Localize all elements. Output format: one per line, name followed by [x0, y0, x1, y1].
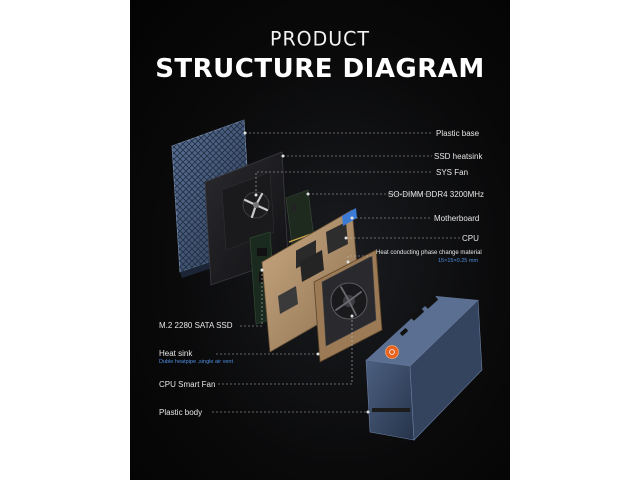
label-ssd-heatsink: SSD heatsink: [434, 152, 483, 161]
right-margin: [510, 0, 640, 480]
label-cpu-smart-fan: CPU Smart Fan: [159, 380, 216, 389]
plastic-body-part: [365, 296, 483, 441]
label-plastic-base: Plastic base: [436, 129, 480, 138]
motherboard-part: [261, 208, 361, 353]
label-cpu: CPU: [462, 234, 479, 243]
title-product: PRODUCT: [269, 27, 371, 51]
cpu-heatsink-fan-part: [313, 249, 383, 363]
sys-fan-part: [242, 191, 270, 219]
so-dimm-part: [285, 189, 315, 247]
label-sys-fan: SYS Fan: [436, 168, 469, 177]
title-structure-diagram: STRUCTURE DIAGRAM: [155, 54, 485, 84]
label-heat-phase-material: Heat conducting phase change material: [376, 250, 482, 256]
label-heat-phase-size: 15×15×0.25 mm: [438, 258, 479, 264]
label-heat-sink-detail: Duble heatpipe ,single air vent: [159, 359, 233, 365]
label-heat-sink: Heat sink: [159, 349, 193, 358]
label-m2-ssd: M.2 2280 SATA SSD: [159, 321, 233, 330]
label-plastic-body: Plastic body: [159, 408, 203, 417]
leader-lines: [212, 131, 460, 414]
label-so-dimm: SO-DIMM DDR4 3200MHz: [388, 190, 485, 199]
left-margin: [0, 0, 130, 480]
label-motherboard: Motherboard: [434, 214, 480, 223]
